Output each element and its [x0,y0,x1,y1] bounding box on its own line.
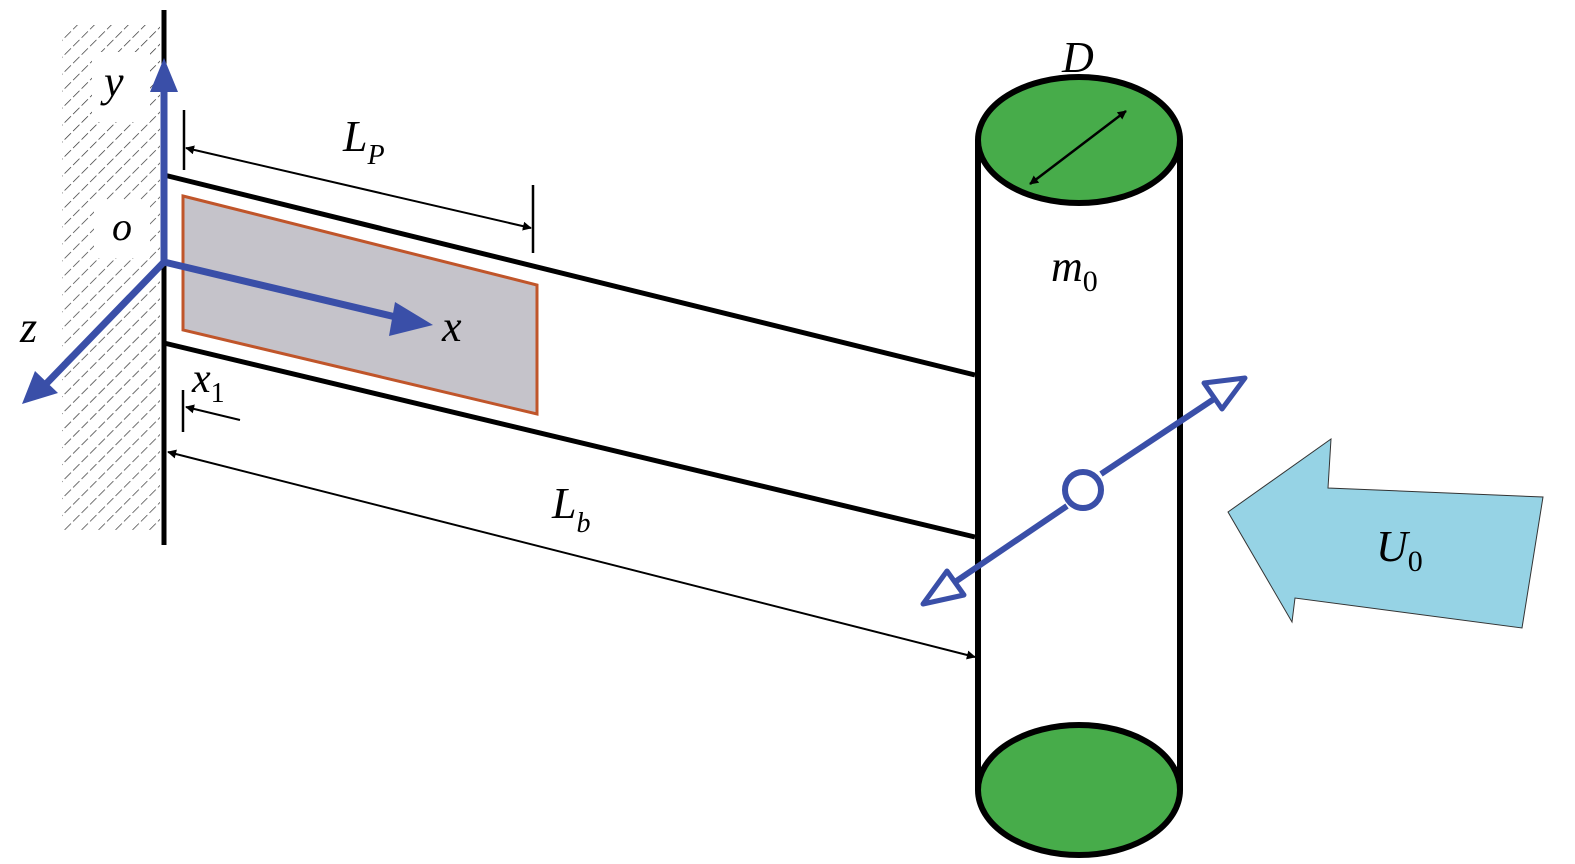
piezo-length-label: LP [342,112,385,171]
offset-dimension [181,390,241,432]
flow-velocity-main: U [1376,522,1411,571]
cylinder-top-cap [975,74,1183,206]
mass-label: m0 [1051,242,1098,298]
origin-label: o [112,204,132,249]
y-label-box [92,52,150,122]
beam-length-sub: b [576,508,590,539]
y-axis-label: y [100,57,124,106]
diameter-arrow [1029,110,1127,185]
fixed-wall [62,10,167,545]
diameter-label: D [1061,33,1094,82]
beam-length-label: Lb [551,479,590,539]
x-axis-arrowhead [389,302,433,336]
offset-main: x [191,356,211,402]
cylinder-bottom-cap [974,722,1184,858]
lp-arrow [185,145,532,231]
y-axis-arrowhead [150,58,178,92]
beam-length-main: L [551,479,576,528]
cylinder [974,74,1184,858]
piezo-length-sub: P [366,140,384,171]
vibration-shaft-upper [1099,396,1216,477]
z-axis-label: z [19,303,37,352]
o-label-box [94,200,150,258]
vibration-shaft-lower [953,503,1069,585]
mass-main: m [1051,242,1083,291]
offset-sub: 1 [211,378,225,409]
coordinate-axes [22,58,433,404]
vibration-arrowhead-upper [1201,375,1248,412]
vibration-double-arrow [920,375,1248,607]
flow-arrow [1227,437,1544,629]
x-axis-label: x [441,302,462,351]
x1-arrow [185,404,241,421]
z-axis [42,259,167,388]
vibration-center-circle [1062,469,1104,511]
piezo-length-main: L [342,112,367,161]
z-axis-arrowhead [22,371,58,404]
flow-velocity-sub: 0 [1408,545,1423,578]
offset-label: x1 [191,356,225,409]
mass-sub: 0 [1083,265,1098,298]
vibration-arrowhead-lower [920,568,967,607]
x-axis [163,258,401,322]
piezo-length-dimension [182,110,535,253]
beam-length-arrow [167,449,976,660]
flow-velocity-label: U0 [1376,522,1423,578]
